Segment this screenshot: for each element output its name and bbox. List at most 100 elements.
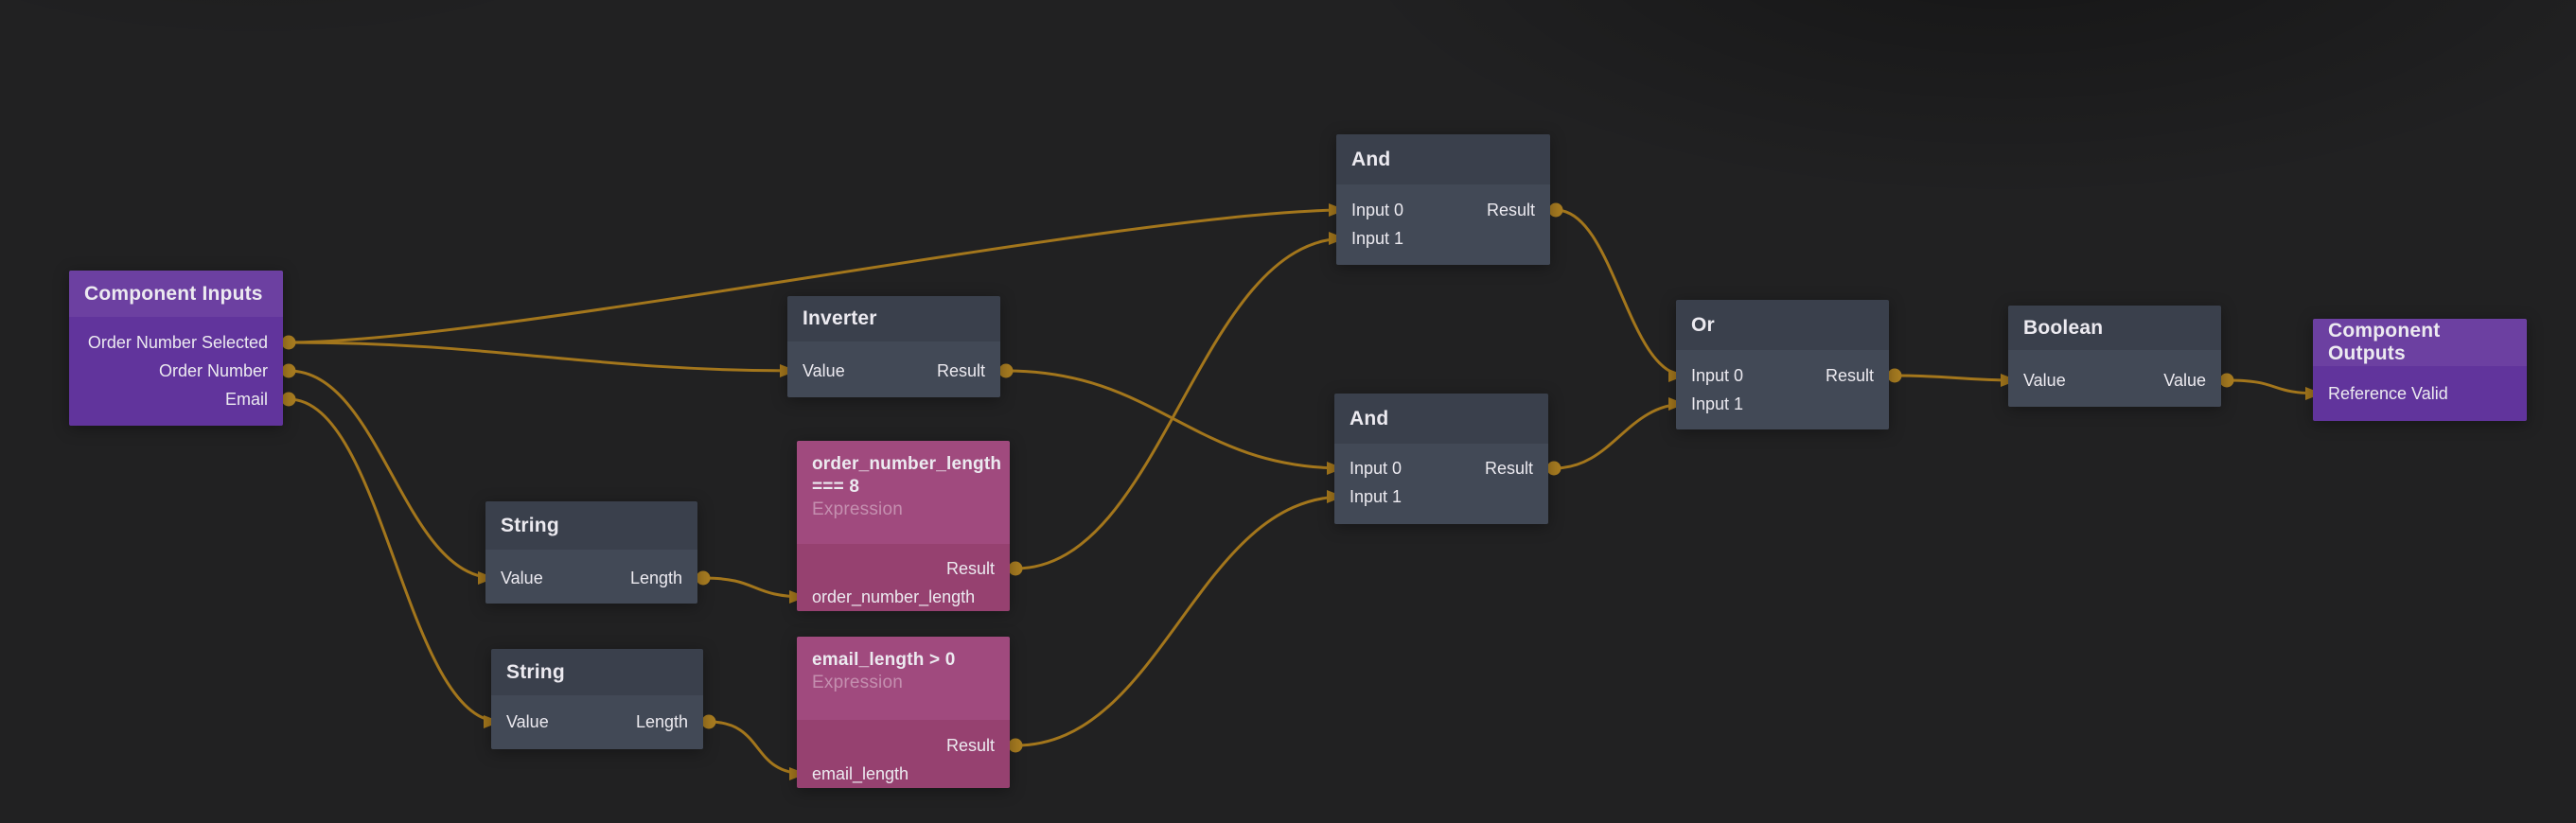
port-row: Value Result [787, 357, 1000, 385]
port-row: Order Number [69, 357, 283, 385]
node-header[interactable]: Or [1676, 300, 1889, 350]
output-port[interactable] [1546, 461, 1561, 476]
node-body: Result order_number_length [797, 544, 1010, 611]
wire[interactable] [1555, 208, 1686, 382]
port-row: Result [797, 554, 1010, 583]
port-label-email-length: email_length [812, 763, 909, 783]
node-header[interactable]: Component Inputs [69, 271, 283, 317]
wire[interactable] [1005, 369, 1345, 475]
node-body: Input 0 Result Input 1 [1336, 184, 1550, 265]
node-body: Value Value [2008, 350, 2221, 407]
wire[interactable] [1015, 490, 1345, 747]
node-subtitle: Expression [812, 673, 903, 692]
node-component-inputs[interactable]: Component Inputs Order Number Selected O… [69, 271, 283, 426]
node-header[interactable]: And [1336, 134, 1550, 184]
node-and-2[interactable]: And Input 0 Result Input 1 [1334, 394, 1548, 524]
node-body: Order Number Selected Order Number Email [69, 317, 283, 426]
node-and-1[interactable]: And Input 0 Result Input 1 [1336, 134, 1550, 265]
node-header[interactable]: And [1334, 394, 1548, 444]
node-expression-email[interactable]: email_length > 0 Expression Result email… [797, 637, 1010, 788]
port-label-value: Value [501, 568, 543, 587]
wire[interactable] [288, 369, 496, 585]
node-header[interactable]: String [491, 649, 703, 695]
node-title: Component Inputs [84, 282, 263, 305]
output-port[interactable] [1887, 368, 1902, 383]
node-body: Value Result [787, 341, 1000, 397]
output-port[interactable] [2219, 373, 2234, 388]
port-label-result: Result [945, 735, 995, 755]
port-label-result: Result [936, 360, 985, 380]
wire[interactable] [1894, 373, 2019, 387]
port-row: Order Number Selected [69, 328, 283, 357]
node-body: Result email_length [797, 720, 1010, 788]
node-title: Component Outputs [2328, 320, 2446, 364]
wire[interactable] [1015, 232, 1347, 570]
node-boolean[interactable]: Boolean Value Value [2008, 306, 2221, 407]
node-or[interactable]: Or Input 0 Result Input 1 [1676, 300, 1889, 429]
port-label-result: Result [945, 558, 995, 578]
port-row: order_number_length [797, 583, 1010, 611]
output-port[interactable] [701, 714, 716, 729]
port-label-input-1: Input 1 [1351, 228, 1404, 248]
port-row: Email [69, 385, 283, 413]
node-title: String [501, 514, 559, 536]
node-title: And [1351, 148, 1391, 170]
node-body: Reference Valid [2313, 366, 2527, 421]
output-port[interactable] [1008, 561, 1023, 576]
node-inverter[interactable]: Inverter Value Result [787, 296, 1000, 397]
port-label-email: Email [224, 389, 268, 409]
wire[interactable] [288, 341, 798, 377]
port-row: Reference Valid [2313, 379, 2527, 408]
node-string-2[interactable]: String Value Length [491, 649, 703, 749]
node-component-outputs[interactable]: Component Outputs Reference Valid [2313, 319, 2527, 421]
port-row: Input 1 [1334, 482, 1548, 511]
output-port[interactable] [1008, 738, 1023, 753]
output-port[interactable] [1548, 202, 1563, 218]
wire[interactable] [1553, 397, 1686, 470]
node-body: Value Length [485, 550, 697, 604]
wire[interactable] [702, 576, 807, 604]
output-port[interactable] [281, 392, 296, 407]
wire[interactable] [288, 203, 1347, 344]
port-label-order-number: Order Number [158, 360, 268, 380]
node-header[interactable]: email_length > 0 Expression [797, 637, 1010, 720]
port-label-length: Length [635, 711, 688, 731]
wire[interactable] [708, 720, 807, 780]
port-label-input-1: Input 1 [1691, 394, 1744, 413]
port-label-value: Value [803, 360, 845, 380]
node-header[interactable]: Component Outputs [2313, 319, 2527, 366]
node-body: Input 0 Result Input 1 [1676, 350, 1889, 429]
node-header[interactable]: Boolean [2008, 306, 2221, 350]
wire[interactable] [2226, 378, 2323, 400]
port-label-input-0: Input 0 [1351, 200, 1404, 219]
port-label-value: Value [506, 711, 549, 731]
port-label-result: Result [1825, 365, 1874, 385]
node-title: Boolean [2023, 316, 2104, 339]
node-header[interactable]: String [485, 501, 697, 550]
port-row: Input 0 Result [1334, 454, 1548, 482]
port-label-order-number-length: order_number_length [812, 587, 976, 606]
node-expression-order-number[interactable]: order_number_length === 8 Expression Res… [797, 441, 1010, 611]
node-header[interactable]: order_number_length === 8 Expression [797, 441, 1010, 544]
port-row: Value Length [491, 708, 703, 736]
node-string-1[interactable]: String Value Length [485, 501, 697, 604]
node-body: Value Length [491, 695, 703, 749]
port-row: Input 1 [1336, 224, 1550, 253]
port-label-input-0: Input 0 [1691, 365, 1744, 385]
output-port[interactable] [696, 570, 711, 586]
port-row: Value Length [485, 564, 697, 592]
port-row: email_length [797, 760, 1010, 788]
node-body: Input 0 Result Input 1 [1334, 444, 1548, 524]
wire[interactable] [288, 397, 502, 728]
output-port[interactable] [281, 363, 296, 378]
port-label-value-in: Value [2023, 370, 2066, 390]
port-row: Input 0 Result [1336, 196, 1550, 224]
output-port[interactable] [998, 363, 1014, 378]
output-port[interactable] [281, 335, 296, 350]
node-header[interactable]: Inverter [787, 296, 1000, 341]
node-title: Or [1691, 313, 1715, 336]
node-title: email_length > 0 [812, 650, 956, 670]
port-label-input-1: Input 1 [1350, 486, 1403, 506]
